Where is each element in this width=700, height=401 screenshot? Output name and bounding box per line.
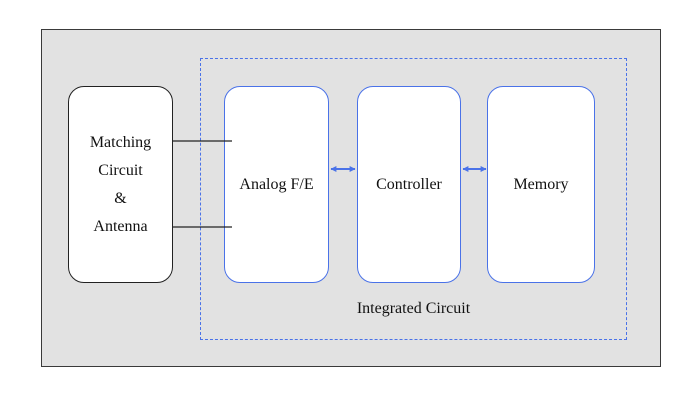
controller-label: Controller — [376, 175, 442, 193]
memory-label: Memory — [513, 175, 569, 193]
integrated-circuit-boundary — [200, 58, 627, 340]
matching-label-line-1: Matching — [89, 133, 152, 151]
matching-label-line-2: Circuit — [98, 161, 143, 179]
analog-fe-label: Analog F/E — [239, 175, 314, 193]
matching-circuit-antenna-block: Matching Circuit & Antenna — [68, 86, 173, 283]
analog-fe-block: Analog F/E — [224, 86, 329, 283]
integrated-circuit-label: Integrated Circuit — [356, 300, 471, 317]
memory-block: Memory — [487, 86, 595, 283]
matching-label-line-3: & — [114, 189, 127, 207]
controller-block: Controller — [357, 86, 461, 283]
matching-label-line-4: Antenna — [93, 217, 148, 235]
